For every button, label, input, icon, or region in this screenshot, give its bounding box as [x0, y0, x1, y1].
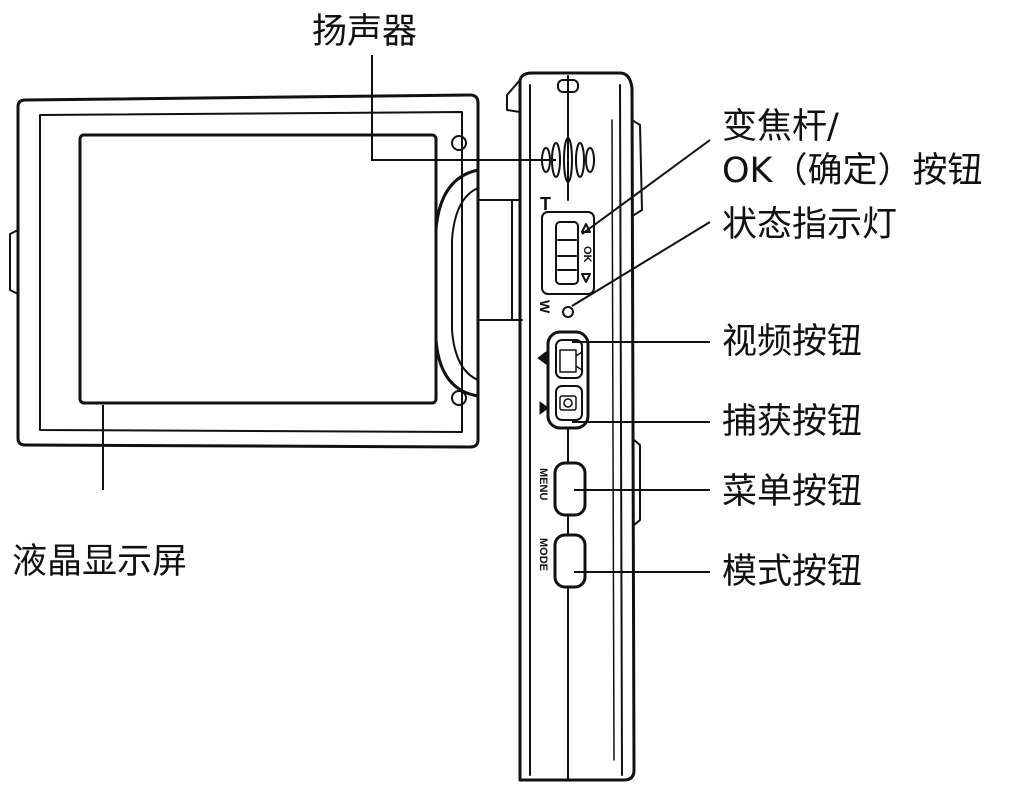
- zoom-lever: [541, 211, 595, 295]
- zoom-w-mark: W: [537, 300, 553, 314]
- speaker-label: 扬声器: [312, 12, 418, 52]
- zoom-leader: [581, 139, 711, 235]
- status-led: [562, 306, 574, 318]
- zoom-t-mark: T: [540, 194, 551, 214]
- zoom-label-line1: 变焦杆/: [722, 107, 839, 147]
- lcd-screen: [78, 133, 438, 405]
- zoom-label-line2: OK（确定）按钮: [722, 151, 983, 191]
- menu-button-label: 菜单按钮: [722, 472, 863, 512]
- capture-button-label: 捕获按钮: [722, 402, 863, 442]
- mode-button-label: 模式按钮: [722, 552, 863, 592]
- menu-mark: MENU: [537, 468, 549, 500]
- video-button-label: 视频按钮: [722, 322, 863, 362]
- lcd-panel: [9, 93, 523, 449]
- leader-lines: [102, 55, 711, 573]
- status-led-leader: [571, 221, 711, 307]
- capture-button: [555, 385, 583, 421]
- speaker-leader: [371, 55, 556, 161]
- camera-body: [506, 71, 643, 782]
- mode-button: [553, 533, 587, 589]
- status-led-label: 状态指示灯: [722, 205, 898, 245]
- mode-mark: MODE: [537, 538, 549, 571]
- ok-mark: OK: [581, 246, 593, 263]
- lcd-screen-label: 液晶显示屏: [12, 542, 188, 582]
